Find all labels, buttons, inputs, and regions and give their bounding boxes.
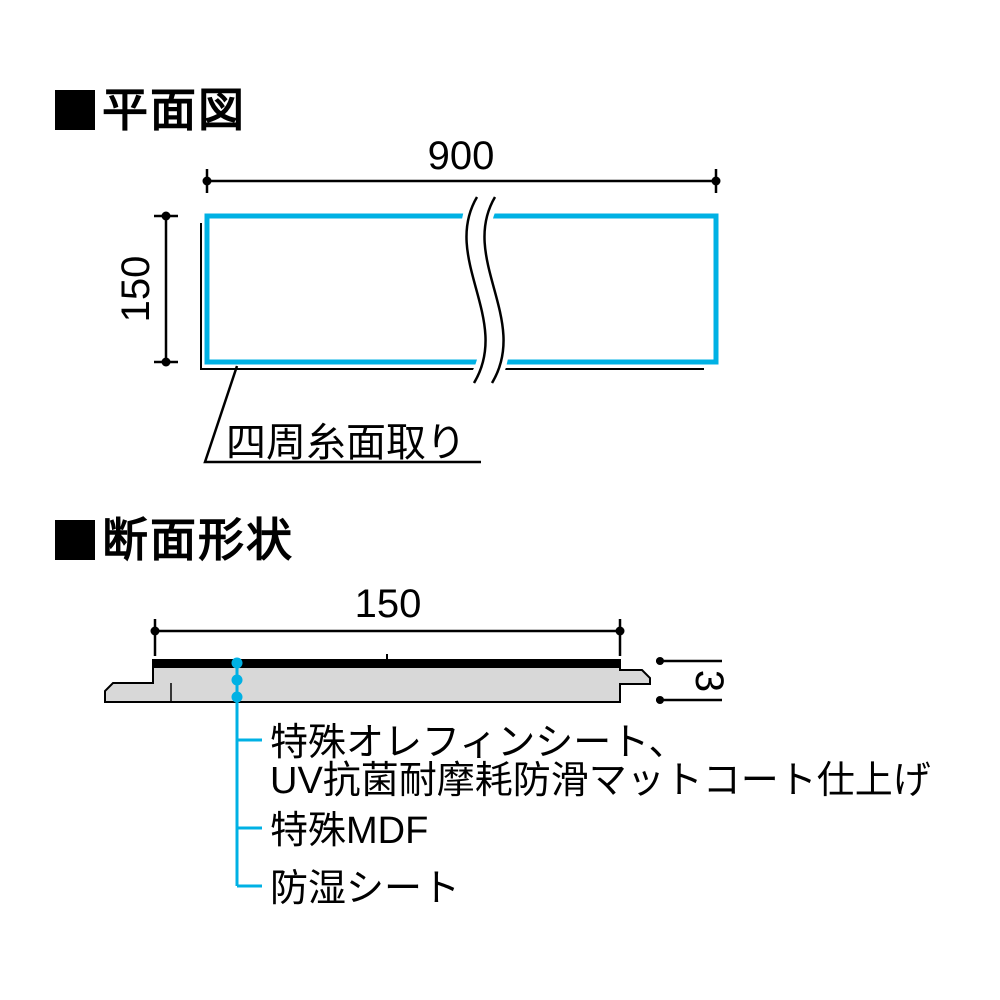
plan-width-dimension-value: 900 [427,134,495,178]
layer-callout-lines [231,657,262,888]
layer-label-surface-line1: 特殊オレフィンシート、 [270,722,687,764]
plan-view-title: 平面図 [102,84,246,136]
thickness-dimension [656,657,722,704]
layer-label-core: 特殊MDF [270,810,429,852]
chamfer-leader-line [203,365,481,464]
section-section-marker-icon [55,520,95,560]
plan-width-dimension [202,169,721,193]
thickness-dimension-value: 3 [687,669,731,693]
section-view-drawing [104,619,722,888]
section-body [104,659,651,703]
break-line [460,189,510,391]
section-width-dimension [150,619,625,656]
layer-label-backing: 防湿シート [270,868,461,910]
section-width-dimension-value: 150 [354,582,422,626]
section-view-title: 断面形状 [102,514,294,566]
plan-height-dimension-value: 150 [114,255,158,323]
section-surface-layer [153,659,620,668]
plan-height-dimension [154,211,178,367]
chamfer-note-label: 四周糸面取り [226,421,466,465]
chamfer-edge-line [200,223,704,370]
plan-section-marker-icon [55,90,95,130]
plank-outline [204,213,719,365]
plan-view-drawing [154,169,721,464]
layer-label-surface-line2: UV抗菌耐摩耗防滑マットコート仕上げ [270,760,931,802]
